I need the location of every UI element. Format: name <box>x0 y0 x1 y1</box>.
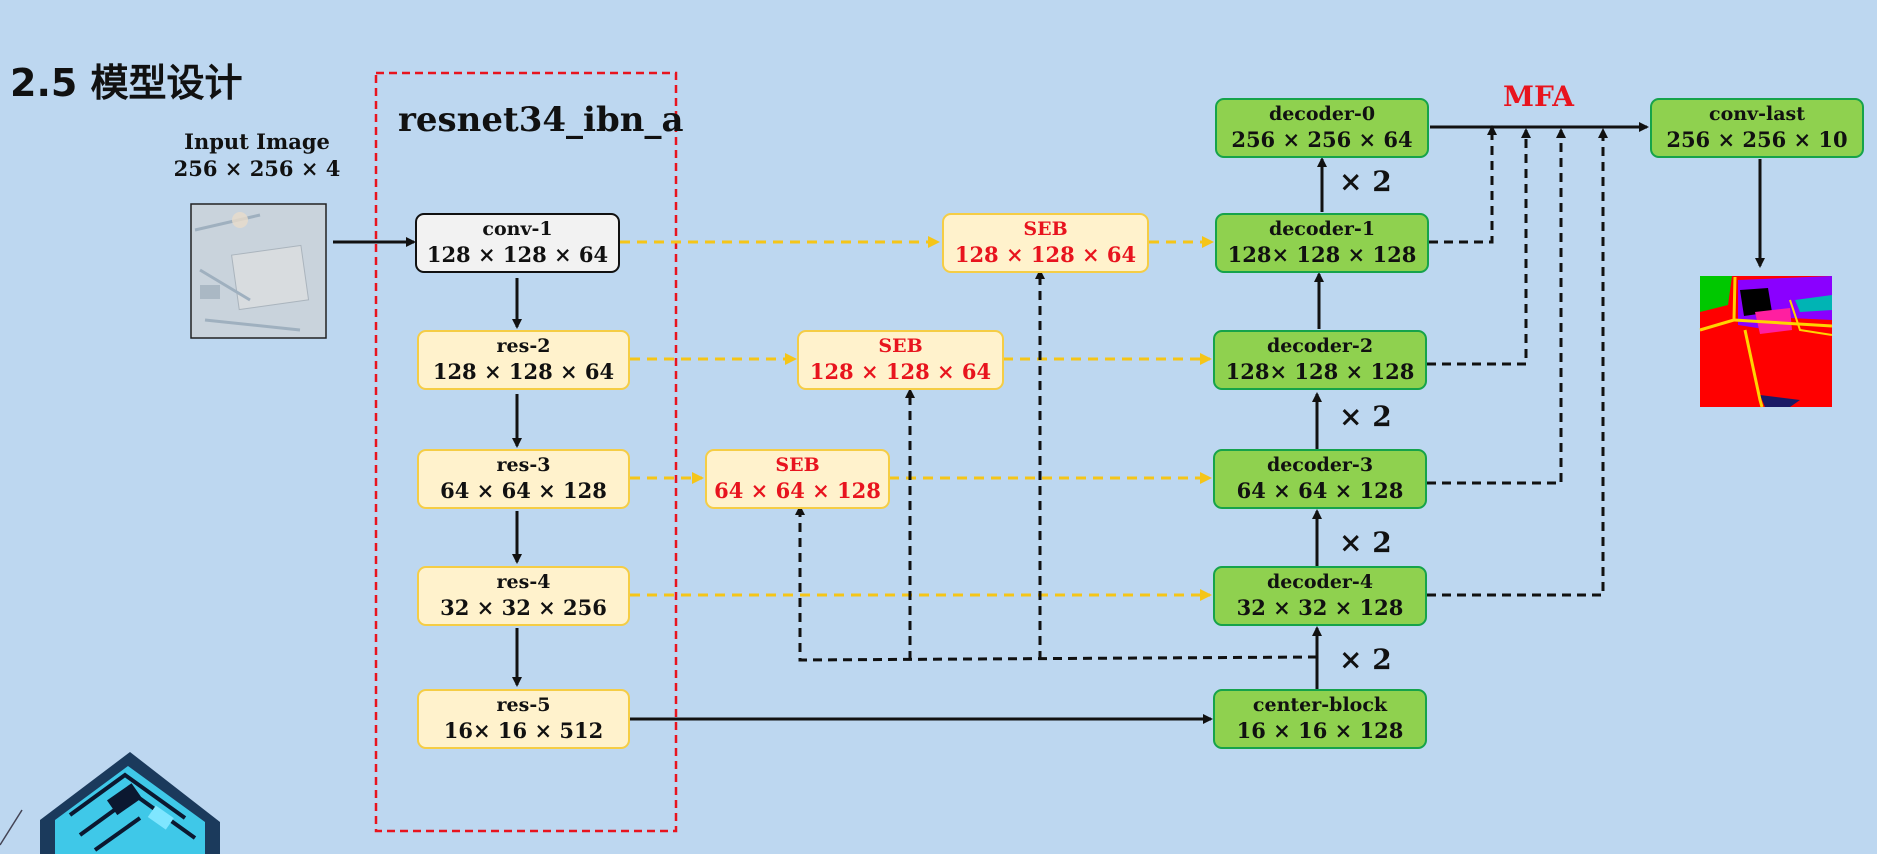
block-size: 256 × 256 × 64 <box>1231 126 1413 152</box>
seb-block-3: SEB 64 × 64 × 128 <box>705 449 890 509</box>
block-size: 16× 16 × 512 <box>443 717 604 743</box>
block-size: 32 × 32 × 256 <box>440 594 607 620</box>
block-name: res-5 <box>496 694 551 716</box>
seb-size: 128 × 128 × 64 <box>809 358 992 384</box>
input-image-thumbnail <box>190 203 327 339</box>
encoder-block-res-5: res-5 16× 16 × 512 <box>417 689 630 749</box>
backbone-frame <box>374 71 678 833</box>
block-size: 16 × 16 × 128 <box>1236 717 1404 743</box>
input-image-label: Input Image 256 × 256 × 4 <box>172 128 342 183</box>
block-size: 64 × 64 × 128 <box>440 477 607 503</box>
block-size: 128× 128 × 128 <box>1227 241 1417 267</box>
block-name: res-2 <box>496 335 551 357</box>
block-name: decoder-0 <box>1268 103 1376 125</box>
block-name: conv-1 <box>482 218 553 240</box>
block-size: 128 × 128 × 64 <box>432 358 615 384</box>
block-size: 64 × 64 × 128 <box>1236 477 1404 503</box>
decoder-block-1: decoder-1 128× 128 × 128 <box>1215 213 1429 273</box>
input-image-title: Input Image <box>184 129 330 154</box>
block-size: 128 × 128 × 64 <box>426 241 609 267</box>
conv-last-block: conv-last 256 × 256 × 10 <box>1650 98 1864 158</box>
encoder-block-res-4: res-4 32 × 32 × 256 <box>417 566 630 626</box>
seb-size: 128 × 128 × 64 <box>954 241 1137 267</box>
block-name: res-4 <box>496 571 551 593</box>
seb-size: 64 × 64 × 128 <box>714 477 881 503</box>
input-image-size: 256 × 256 × 4 <box>173 156 341 182</box>
seb-block-2: SEB 128 × 128 × 64 <box>797 330 1004 390</box>
block-size: 128× 128 × 128 <box>1225 358 1415 384</box>
block-name: res-3 <box>496 454 551 476</box>
seb-name: SEB <box>1023 218 1068 240</box>
upsample-label: × 2 <box>1339 526 1392 559</box>
block-size: 256 × 256 × 10 <box>1666 126 1848 152</box>
upsample-label: × 2 <box>1339 165 1392 198</box>
backbone-label: resnet34_ibn_a <box>398 100 684 140</box>
seb-name: SEB <box>775 454 820 476</box>
decoder-block-4: decoder-4 32 × 32 × 128 <box>1213 566 1427 626</box>
center-block: center-block 16 × 16 × 128 <box>1213 689 1427 749</box>
block-name: decoder-4 <box>1266 571 1374 593</box>
block-name: conv-last <box>1709 103 1805 125</box>
block-name: decoder-1 <box>1268 218 1376 240</box>
encoder-block-res-3: res-3 64 × 64 × 128 <box>417 449 630 509</box>
block-size: 32 × 32 × 128 <box>1236 594 1404 620</box>
block-name: decoder-2 <box>1266 335 1374 357</box>
seb-block-1: SEB 128 × 128 × 64 <box>942 213 1149 273</box>
output-segmentation-map <box>1699 276 1833 408</box>
block-name: decoder-3 <box>1266 454 1374 476</box>
encoder-block-conv-1: conv-1 128 × 128 × 64 <box>415 213 620 273</box>
slide-title: 2.5 模型设计 <box>10 61 243 105</box>
decoder-block-0: decoder-0 256 × 256 × 64 <box>1215 98 1429 158</box>
upsample-label: × 2 <box>1339 643 1392 676</box>
decorative-building-graphic <box>0 752 220 854</box>
seb-name: SEB <box>878 335 923 357</box>
mfa-label: MFA <box>1503 80 1574 113</box>
block-name: center-block <box>1252 694 1388 716</box>
upsample-label: × 2 <box>1339 400 1392 433</box>
decoder-block-3: decoder-3 64 × 64 × 128 <box>1213 449 1427 509</box>
decoder-block-2: decoder-2 128× 128 × 128 <box>1213 330 1427 390</box>
encoder-block-res-2: res-2 128 × 128 × 64 <box>417 330 630 390</box>
